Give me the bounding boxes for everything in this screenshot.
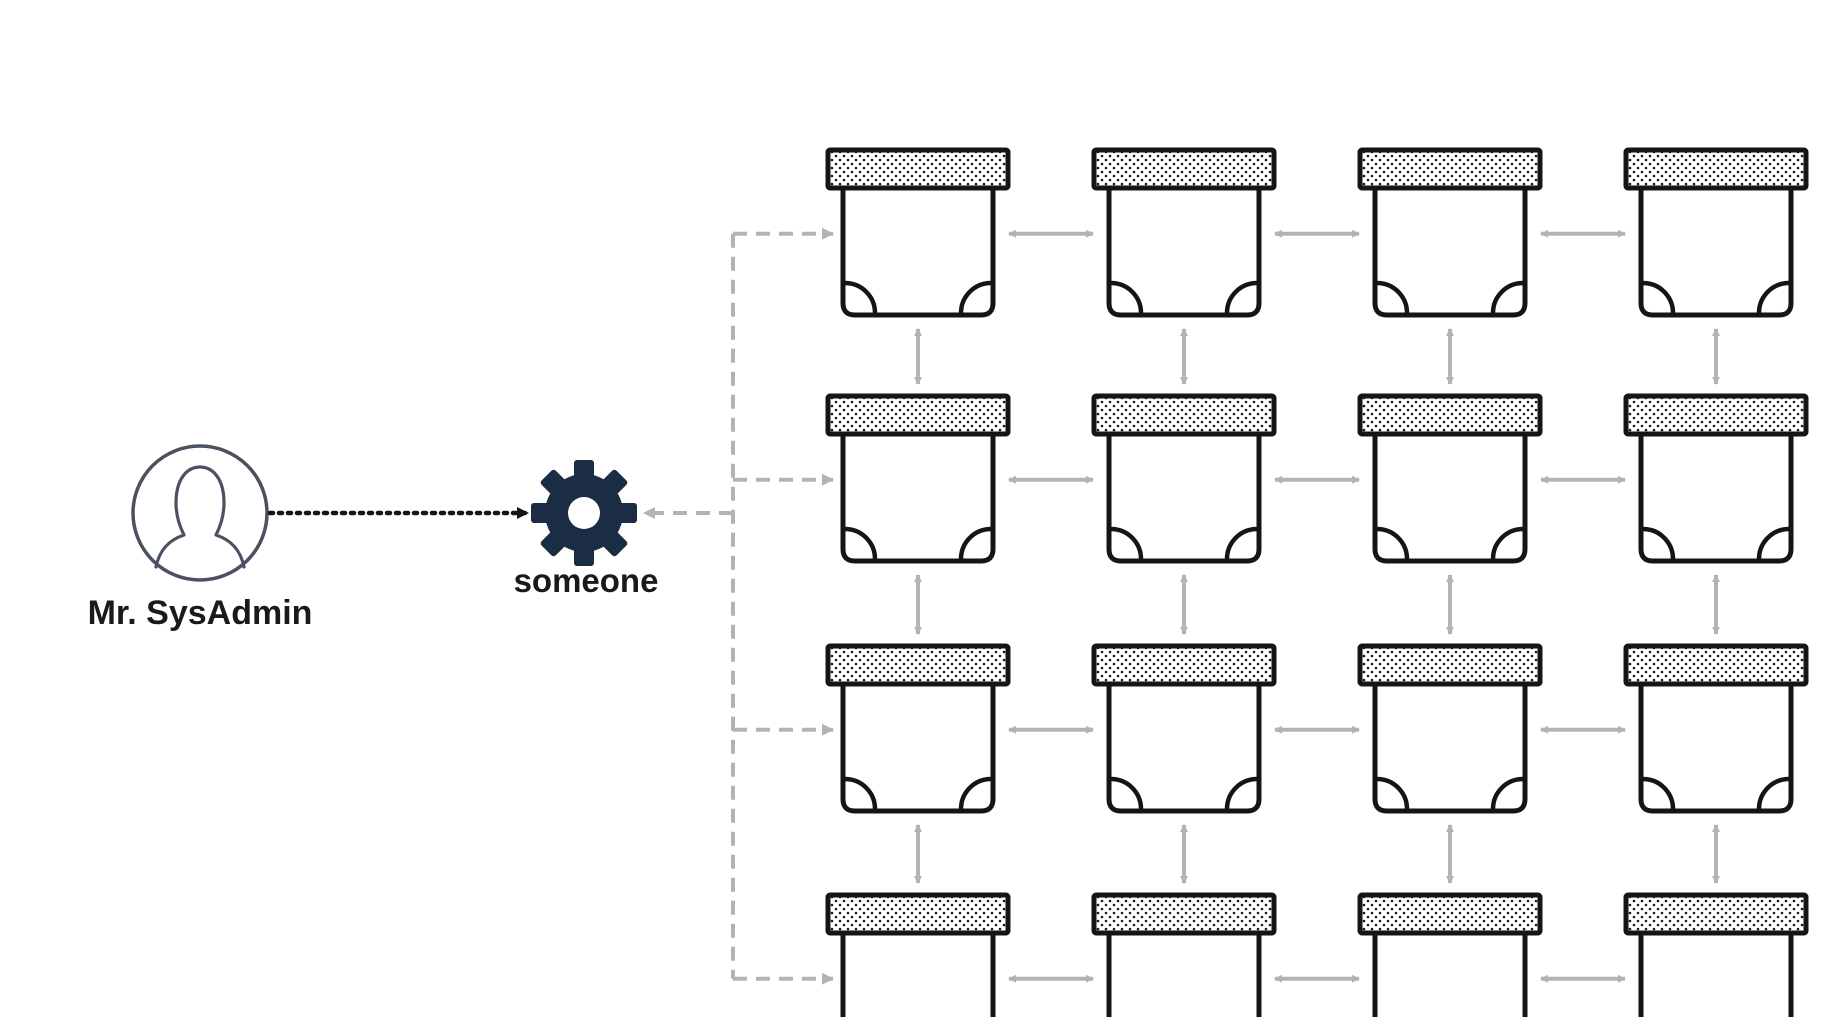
node-lid bbox=[825, 147, 1011, 191]
node-body bbox=[1106, 933, 1262, 1022]
node-lid bbox=[1357, 643, 1543, 687]
node-foot-left bbox=[1110, 280, 1144, 314]
node-body bbox=[1638, 684, 1794, 814]
node-foot-right bbox=[958, 526, 992, 560]
node-lid bbox=[1623, 892, 1809, 936]
node-lid bbox=[1091, 147, 1277, 191]
connectors-layer bbox=[914, 229, 1720, 983]
node-body bbox=[1106, 684, 1262, 814]
server-box-icon bbox=[1091, 147, 1277, 318]
node-foot-right bbox=[958, 776, 992, 810]
gear-icon bbox=[531, 460, 637, 566]
node-lid bbox=[1091, 643, 1277, 687]
gear-hole bbox=[568, 497, 600, 529]
server-box-icon bbox=[825, 393, 1011, 564]
node-lid bbox=[1623, 147, 1809, 191]
node-foot-left bbox=[1642, 776, 1676, 810]
node-body bbox=[1372, 933, 1528, 1022]
server-box-icon bbox=[1091, 643, 1277, 814]
node-body bbox=[1372, 434, 1528, 564]
node-body bbox=[1372, 684, 1528, 814]
scheduler-label: someone bbox=[514, 562, 659, 599]
node-foot-left bbox=[1642, 280, 1676, 314]
node-lid bbox=[825, 393, 1011, 437]
node-foot-right bbox=[1224, 776, 1258, 810]
server-box-icon bbox=[825, 147, 1011, 318]
node-foot-left bbox=[1376, 280, 1410, 314]
node-lid bbox=[825, 892, 1011, 936]
node-lid bbox=[1357, 892, 1543, 936]
server-box-icon bbox=[825, 643, 1011, 814]
server-box-icon bbox=[1357, 147, 1543, 318]
node-foot-right bbox=[1224, 526, 1258, 560]
server-box-icon bbox=[825, 892, 1011, 1022]
node-foot-right bbox=[1490, 280, 1524, 314]
server-box-icon bbox=[1623, 147, 1809, 318]
node-foot-right bbox=[1490, 776, 1524, 810]
node-foot-left bbox=[844, 776, 878, 810]
node-body bbox=[840, 434, 996, 564]
node-foot-right bbox=[1490, 526, 1524, 560]
server-box-icon bbox=[1357, 393, 1543, 564]
node-foot-right bbox=[958, 280, 992, 314]
scheduler-fanout bbox=[643, 227, 834, 985]
node-grid bbox=[825, 147, 1809, 1022]
node-foot-right bbox=[1224, 280, 1258, 314]
node-body bbox=[840, 933, 996, 1022]
node-lid bbox=[1091, 892, 1277, 936]
node-foot-right bbox=[1756, 280, 1790, 314]
node-body bbox=[840, 188, 996, 318]
node-body bbox=[1372, 188, 1528, 318]
node-lid bbox=[1623, 643, 1809, 687]
node-body bbox=[1106, 188, 1262, 318]
node-foot-left bbox=[1110, 526, 1144, 560]
node-lid bbox=[1357, 147, 1543, 191]
node-lid bbox=[1357, 393, 1543, 437]
node-body bbox=[1638, 933, 1794, 1022]
server-box-icon bbox=[1623, 892, 1809, 1022]
node-lid bbox=[1623, 393, 1809, 437]
node-foot-right bbox=[1756, 776, 1790, 810]
server-box-icon bbox=[1623, 393, 1809, 564]
admin-avatar bbox=[131, 444, 269, 582]
node-foot-left bbox=[1376, 526, 1410, 560]
node-body bbox=[1106, 434, 1262, 564]
server-box-icon bbox=[1091, 393, 1277, 564]
node-foot-left bbox=[1642, 526, 1676, 560]
node-body bbox=[1638, 434, 1794, 564]
node-foot-left bbox=[844, 280, 878, 314]
user-avatar-icon bbox=[154, 465, 246, 569]
node-foot-left bbox=[844, 526, 878, 560]
node-body bbox=[1638, 188, 1794, 318]
node-body bbox=[840, 684, 996, 814]
server-box-icon bbox=[1091, 892, 1277, 1022]
node-lid bbox=[825, 643, 1011, 687]
server-box-icon bbox=[1623, 643, 1809, 814]
node-lid bbox=[1091, 393, 1277, 437]
node-foot-left bbox=[1110, 776, 1144, 810]
node-foot-left bbox=[1376, 776, 1410, 810]
node-foot-right bbox=[1756, 526, 1790, 560]
server-box-icon bbox=[1357, 892, 1543, 1022]
admin-label: Mr. SysAdmin bbox=[88, 594, 313, 632]
server-box-icon bbox=[1357, 643, 1543, 814]
